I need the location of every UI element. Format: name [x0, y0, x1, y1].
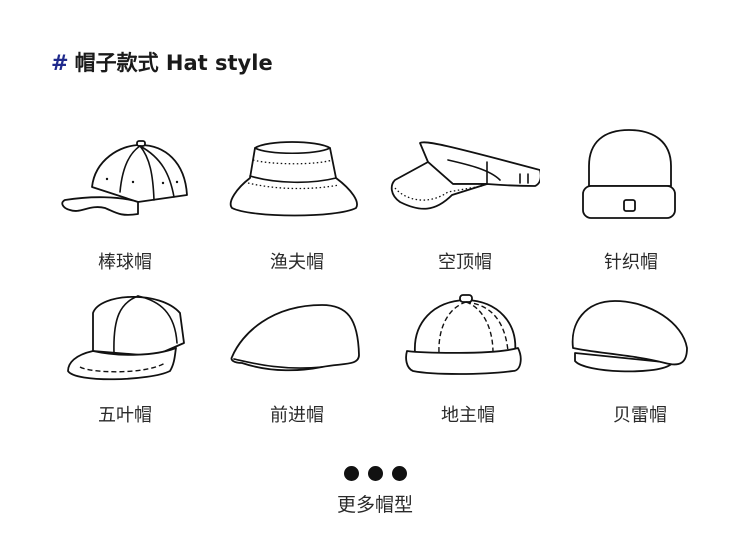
ellipsis-dots-icon	[0, 466, 750, 481]
more-hats[interactable]: 更多帽型	[0, 466, 750, 517]
hat-label: 贝雷帽	[613, 405, 667, 426]
landlord-hat-icon	[405, 294, 522, 375]
hat-label: 棒球帽	[98, 252, 152, 273]
hash-icon: #	[51, 51, 69, 75]
section-title: #帽子款式 Hat style	[51, 47, 273, 77]
more-hats-label[interactable]: 更多帽型	[336, 494, 413, 516]
flat-cap-icon	[230, 304, 360, 372]
hat-label: 地主帽	[441, 405, 495, 426]
hat-label: 渔夫帽	[270, 252, 324, 273]
bucket-hat-icon	[229, 141, 358, 217]
hat-label: 前进帽	[270, 405, 324, 426]
sun-visor-icon	[390, 141, 540, 210]
hat-label: 空顶帽	[438, 252, 492, 273]
hat-label: 针织帽	[604, 252, 658, 273]
title-text: 帽子款式 Hat style	[74, 51, 273, 75]
knit-beanie-icon	[582, 129, 676, 219]
beret-icon	[571, 300, 688, 373]
hat-label: 五叶帽	[98, 405, 152, 426]
baseball-cap-icon	[61, 140, 188, 216]
five-panel-cap-icon	[67, 295, 185, 381]
